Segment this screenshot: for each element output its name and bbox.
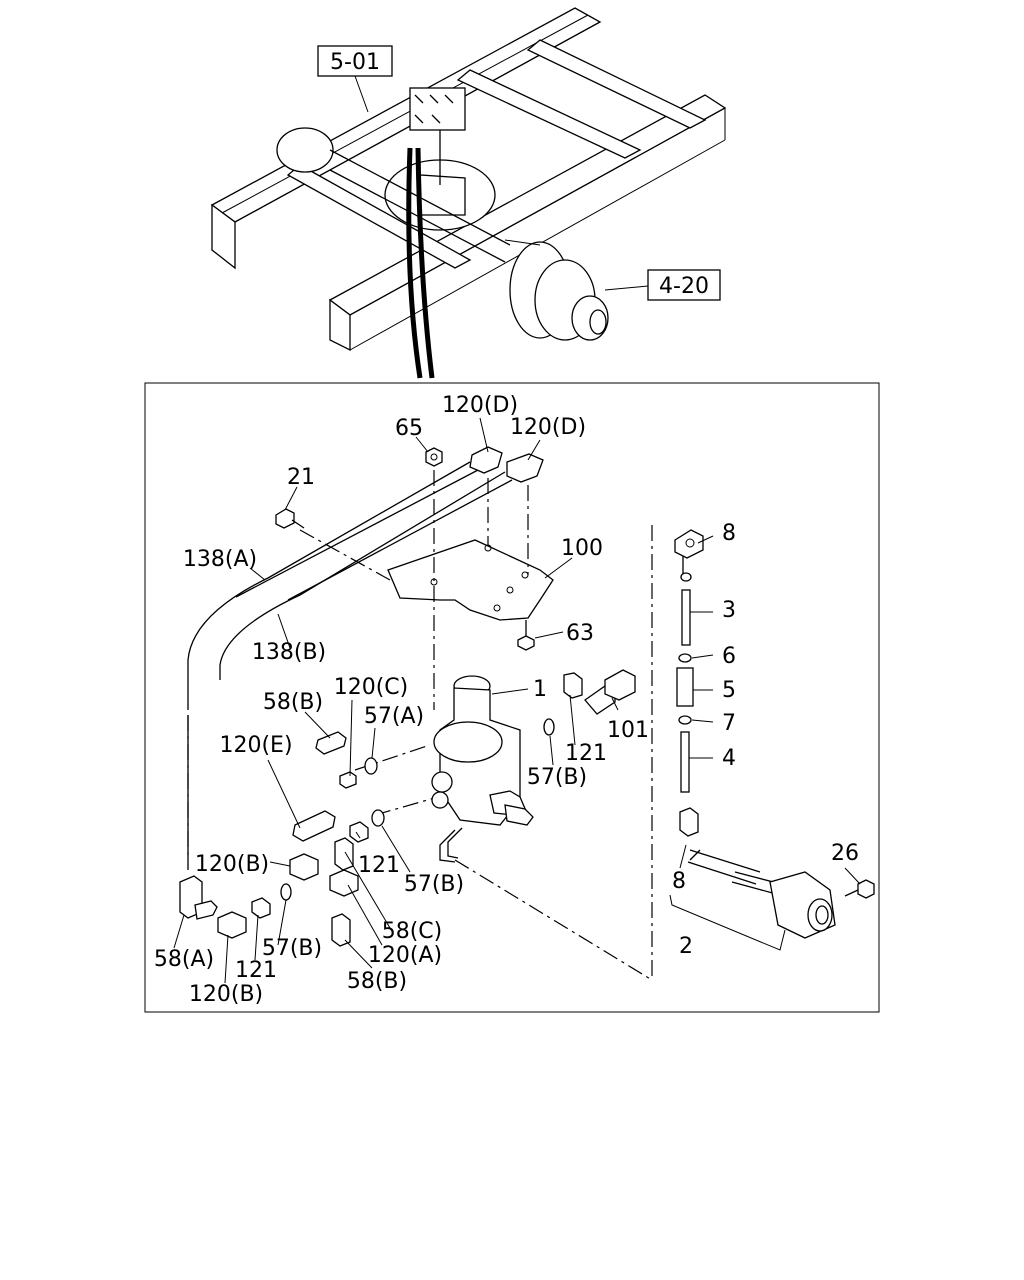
callout-58a: 58(A) bbox=[154, 947, 214, 972]
callout-labels: 120(D) 120(D) 65 21 138(A) 100 138(B) 63… bbox=[154, 393, 859, 1007]
callout-8-bottom: 8 bbox=[672, 869, 686, 894]
callout-5: 5 bbox=[722, 678, 736, 703]
callout-57b-low: 57(B) bbox=[404, 872, 464, 897]
callout-121-right: 121 bbox=[565, 741, 607, 766]
callout-120e: 120(E) bbox=[219, 733, 292, 758]
callout-8-top: 8 bbox=[722, 521, 736, 546]
detail-parts bbox=[179, 446, 875, 981]
ref-label-frame: 5-01 bbox=[330, 50, 380, 75]
callout-7: 7 bbox=[722, 711, 736, 736]
callout-57b-bottom: 57(B) bbox=[262, 936, 322, 961]
callout-121-bottom: 121 bbox=[235, 958, 277, 983]
callout-21: 21 bbox=[287, 465, 315, 490]
callout-138b: 138(B) bbox=[252, 640, 326, 665]
callout-120a: 120(A) bbox=[368, 943, 442, 968]
callout-4: 4 bbox=[722, 746, 736, 771]
callout-120b-top: 120(B) bbox=[195, 852, 269, 877]
callout-121-mid: 121 bbox=[358, 853, 400, 878]
callout-58b-top: 58(B) bbox=[263, 690, 323, 715]
callout-120c: 120(C) bbox=[334, 675, 409, 700]
ref-box-frame bbox=[317, 45, 393, 77]
callout-120d-upper: 120(D) bbox=[442, 393, 518, 418]
callout-65: 65 bbox=[395, 416, 423, 441]
callout-3: 3 bbox=[722, 598, 736, 623]
callout-57a: 57(A) bbox=[364, 704, 424, 729]
callout-57b-mid: 57(B) bbox=[527, 765, 587, 790]
callout-26: 26 bbox=[831, 841, 859, 866]
callout-58c: 58(C) bbox=[382, 919, 443, 944]
callout-2: 2 bbox=[679, 934, 693, 959]
callout-101: 101 bbox=[607, 718, 649, 743]
callout-6: 6 bbox=[722, 644, 736, 669]
callout-120d-right: 120(D) bbox=[510, 415, 586, 440]
frame-overview: 5-01 4-20 bbox=[210, 7, 727, 379]
callout-63: 63 bbox=[566, 621, 594, 646]
callout-100: 100 bbox=[561, 536, 603, 561]
ref-box-axle bbox=[647, 269, 721, 301]
ref-label-axle: 4-20 bbox=[659, 274, 709, 299]
detail-frame bbox=[144, 382, 880, 1013]
callout-58b-bottom: 58(B) bbox=[347, 969, 407, 994]
callout-138a: 138(A) bbox=[183, 547, 257, 572]
callout-1: 1 bbox=[533, 677, 547, 702]
callout-120b-bottom: 120(B) bbox=[189, 982, 263, 1007]
leader-lines bbox=[173, 417, 861, 984]
